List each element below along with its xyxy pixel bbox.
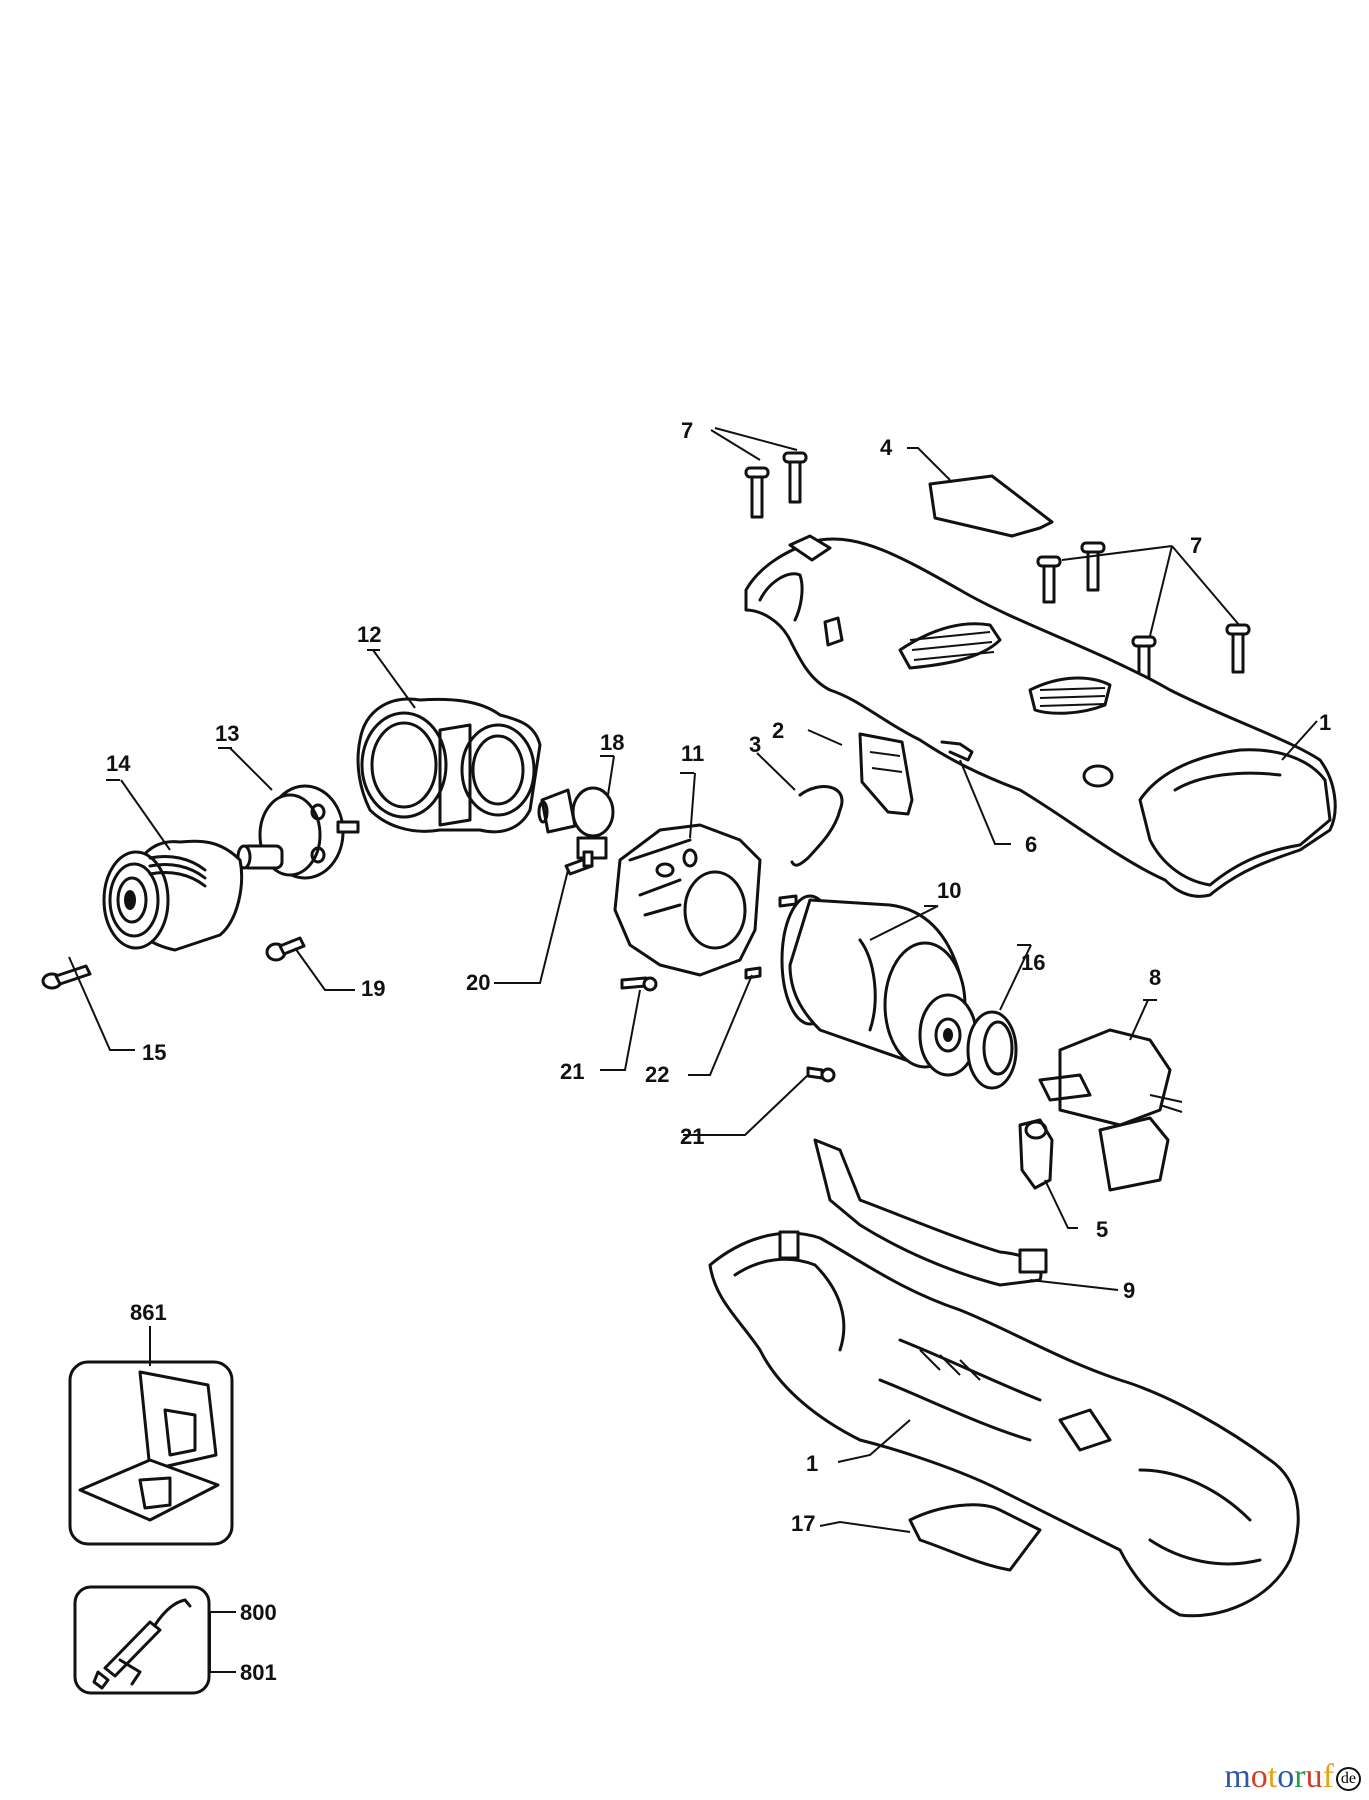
label-5: 5 bbox=[1096, 1217, 1108, 1242]
label-21-right: 21 bbox=[680, 1124, 704, 1149]
label-sticker-4 bbox=[928, 474, 1054, 538]
gear-case-11 bbox=[613, 823, 762, 977]
kit-box-861 bbox=[68, 1360, 234, 1546]
watermark-letter: f bbox=[1322, 1758, 1334, 1795]
screw-21-left bbox=[620, 976, 658, 992]
gear-housing-12 bbox=[356, 697, 542, 834]
motor-10 bbox=[780, 894, 978, 1077]
label-11: 11 bbox=[681, 741, 704, 766]
label-3: 3 bbox=[749, 732, 761, 757]
screw-22 bbox=[744, 966, 762, 980]
label-801: 801 bbox=[240, 1660, 277, 1685]
leader-lines bbox=[68, 427, 1318, 1673]
lever-5 bbox=[1018, 1118, 1054, 1190]
label-18: 18 bbox=[600, 730, 624, 755]
brush-plate-2 bbox=[858, 732, 914, 816]
label-15: 15 bbox=[142, 1040, 166, 1065]
label-4: 4 bbox=[880, 435, 893, 460]
screw-19 bbox=[265, 936, 306, 962]
label-22: 22 bbox=[645, 1062, 669, 1087]
screw-21-right bbox=[806, 1066, 836, 1083]
label-13: 13 bbox=[215, 721, 239, 746]
ring-16 bbox=[966, 1010, 1018, 1090]
screw-15 bbox=[41, 964, 92, 990]
gear-13 bbox=[236, 784, 360, 880]
watermark-letter: o bbox=[1277, 1758, 1295, 1795]
watermark-letter: o bbox=[1250, 1758, 1268, 1795]
label-1-top: 1 bbox=[1319, 710, 1331, 735]
screw-10-pin bbox=[778, 894, 798, 908]
label-1-bottom: 1 bbox=[806, 1451, 818, 1476]
label-10: 10 bbox=[937, 878, 961, 903]
housing-half-1-lower bbox=[708, 1230, 1300, 1618]
label-8: 8 bbox=[1149, 965, 1161, 990]
screw-7-top-left bbox=[744, 451, 808, 519]
housing-half-1-upper bbox=[744, 534, 1337, 898]
label-9: 9 bbox=[1123, 1278, 1135, 1303]
lubricant-tool-800-801 bbox=[73, 1585, 211, 1695]
label-14: 14 bbox=[106, 751, 131, 776]
wire-9 bbox=[813, 1138, 1048, 1287]
retaining-ring-3 bbox=[790, 785, 844, 867]
screw-7-right bbox=[1036, 541, 1251, 686]
label-800: 800 bbox=[240, 1600, 277, 1625]
label-7-top: 7 bbox=[681, 418, 693, 443]
label-2: 2 bbox=[772, 718, 784, 743]
chuck-14 bbox=[102, 839, 244, 952]
label-17: 17 bbox=[791, 1511, 815, 1536]
label-6: 6 bbox=[1025, 832, 1037, 857]
spring-6 bbox=[940, 740, 974, 762]
label-21-left: 21 bbox=[560, 1059, 584, 1084]
label-16: 16 bbox=[1021, 950, 1045, 975]
label-20: 20 bbox=[466, 970, 490, 995]
label-19: 19 bbox=[361, 976, 385, 1001]
watermark-letter: u bbox=[1305, 1758, 1323, 1795]
shaft-18 bbox=[537, 786, 615, 860]
label-861: 861 bbox=[130, 1300, 167, 1325]
label-sticker-17 bbox=[908, 1503, 1042, 1572]
watermark-letter: t bbox=[1267, 1758, 1278, 1795]
watermark-letter: m bbox=[1224, 1758, 1251, 1795]
watermark-letter: r bbox=[1294, 1758, 1306, 1795]
watermark-badge: de bbox=[1335, 1767, 1361, 1792]
label-7-right: 7 bbox=[1190, 533, 1202, 558]
label-12: 12 bbox=[357, 622, 381, 647]
switch-8 bbox=[1038, 1028, 1183, 1192]
